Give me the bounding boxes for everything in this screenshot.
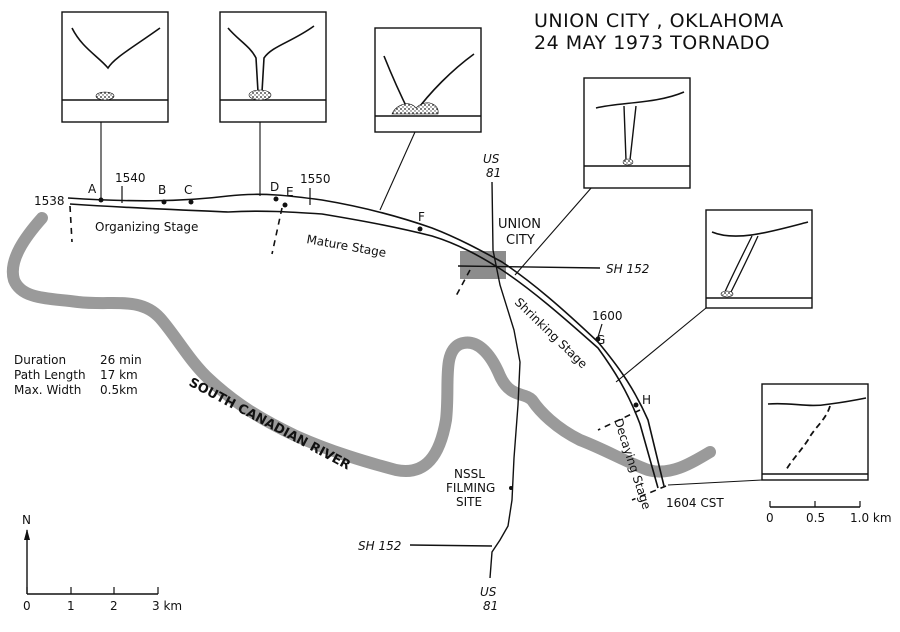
point-E-label: E <box>286 185 294 199</box>
funnel-inset-5 <box>705 209 813 309</box>
stage-organizing: Organizing Stage <box>95 220 198 234</box>
time-1600-tick <box>597 323 603 338</box>
point-C-dot <box>188 199 194 205</box>
point-D-label: D <box>270 180 279 194</box>
point-F-label: F <box>418 210 425 224</box>
max-width-label: Max. Width <box>14 383 81 397</box>
point-D-dot <box>273 196 279 202</box>
inset-leaders <box>100 122 763 486</box>
time-1540: 1540 <box>115 171 146 185</box>
us81-south-label: US <box>480 585 497 599</box>
us81-north-number: 81 <box>486 166 501 180</box>
stage-boundary-2 <box>271 207 283 255</box>
time-1600: 1600 <box>592 309 623 323</box>
tornado-track-outer <box>67 193 665 487</box>
track-points <box>98 196 639 490</box>
scale-tick-0: 0 <box>23 599 31 613</box>
scale-tick-1: 1 <box>67 599 75 613</box>
time-1604: 1604 CST <box>666 496 724 510</box>
us81-south-number: 81 <box>483 599 498 613</box>
scale-tick-3: 3 km <box>152 599 182 613</box>
point-C-label: C <box>184 183 192 197</box>
point-B-label: B <box>158 183 166 197</box>
point-E-dot <box>282 202 288 208</box>
scale-tick-2: 2 <box>110 599 118 613</box>
duration-label: Duration <box>14 353 66 367</box>
stage-mature: Mature Stage <box>305 232 387 260</box>
union-label: UNION <box>498 217 541 232</box>
funnel-inset-1 <box>61 11 169 123</box>
funnel-inset-6 <box>761 383 869 481</box>
north-arrowhead-icon <box>24 529 30 540</box>
sh152-road-north <box>457 265 601 269</box>
path-length-value: 17 km <box>100 368 138 382</box>
nssl-site-dot <box>509 486 513 490</box>
max-width-value: 0.5km <box>100 383 138 397</box>
stage-boundary-1 <box>69 205 73 243</box>
us81-north-label: US <box>483 152 500 166</box>
inset-scale-tick-0: 0 <box>766 511 774 525</box>
time-1538: 1538 <box>34 194 65 208</box>
inset-scale-bar <box>769 501 861 508</box>
time-1550: 1550 <box>300 172 331 186</box>
us81-road <box>489 181 521 579</box>
river-label: SOUTH CANADIAN RIVER <box>186 375 353 473</box>
tornado-track-inner <box>69 203 659 489</box>
point-G-label: G <box>596 333 605 347</box>
nssl-label-1: NSSL <box>454 467 485 481</box>
sh152-road-south <box>409 544 493 547</box>
point-F-dot <box>417 226 423 232</box>
city-label: CITY <box>506 233 535 248</box>
north-label: N <box>22 513 31 527</box>
point-H-dot <box>633 402 639 408</box>
point-B-dot <box>161 199 167 205</box>
stage-boundary-3 <box>455 269 471 297</box>
point-A-dot <box>98 197 104 203</box>
map-title-line1: UNION CITY , OKLAHOMA <box>534 10 784 32</box>
inset-scale-tick-2: 1.0 km <box>850 511 892 525</box>
map-title-line2: 24 MAY 1973 TORNADO <box>534 32 770 54</box>
path-length-label: Path Length <box>14 368 86 382</box>
south-canadian-river <box>6 212 716 478</box>
inset-scale-tick-1: 0.5 <box>806 511 825 525</box>
point-G-dot <box>595 336 601 342</box>
sh152-east-label: SH 152 <box>606 262 649 276</box>
sh152-west-label: SH 152 <box>358 539 401 553</box>
funnel-inset-3 <box>374 27 482 133</box>
main-scale-bar <box>26 587 159 595</box>
duration-value: 26 min <box>100 353 142 367</box>
funnel-inset-2 <box>219 11 327 123</box>
stage-boundary-4 <box>597 409 641 431</box>
nssl-label-2: FILMING <box>446 481 495 495</box>
nssl-label-3: SITE <box>456 495 482 509</box>
point-A-label: A <box>88 182 97 196</box>
point-H-label: H <box>642 393 651 407</box>
funnel-inset-4 <box>583 77 691 189</box>
